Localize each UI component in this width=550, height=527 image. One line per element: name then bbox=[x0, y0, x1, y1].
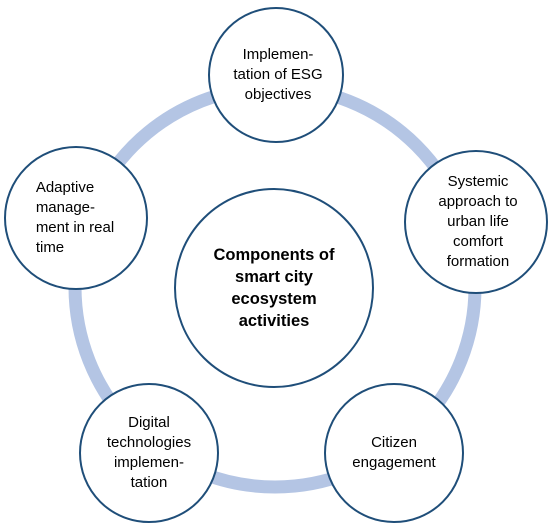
node-citizen-engagement-label: Citizen engagement bbox=[352, 434, 436, 471]
center-node: Components of smart city ecosystem activ… bbox=[174, 188, 374, 388]
node-adaptive-management: Adaptive manage- ment in real time bbox=[4, 146, 148, 290]
node-citizen-engagement: Citizen engagement bbox=[324, 383, 464, 523]
node-digital-technologies: Digital technologies implemen- tation bbox=[79, 383, 219, 523]
node-esg-objectives: Implemen- tation of ESG objectives bbox=[208, 7, 344, 143]
node-systemic-approach-label: Systemic approach to urban life comfort … bbox=[438, 173, 518, 270]
node-esg-objectives-label: Implemen- tation of ESG objectives bbox=[233, 46, 323, 103]
node-systemic-approach: Systemic approach to urban life comfort … bbox=[404, 150, 548, 294]
center-label: Components of smart city ecosystem activ… bbox=[213, 246, 335, 330]
node-adaptive-management-label: Adaptive manage- ment in real time bbox=[35, 179, 115, 256]
node-digital-technologies-label: Digital technologies implemen- tation bbox=[106, 414, 192, 491]
